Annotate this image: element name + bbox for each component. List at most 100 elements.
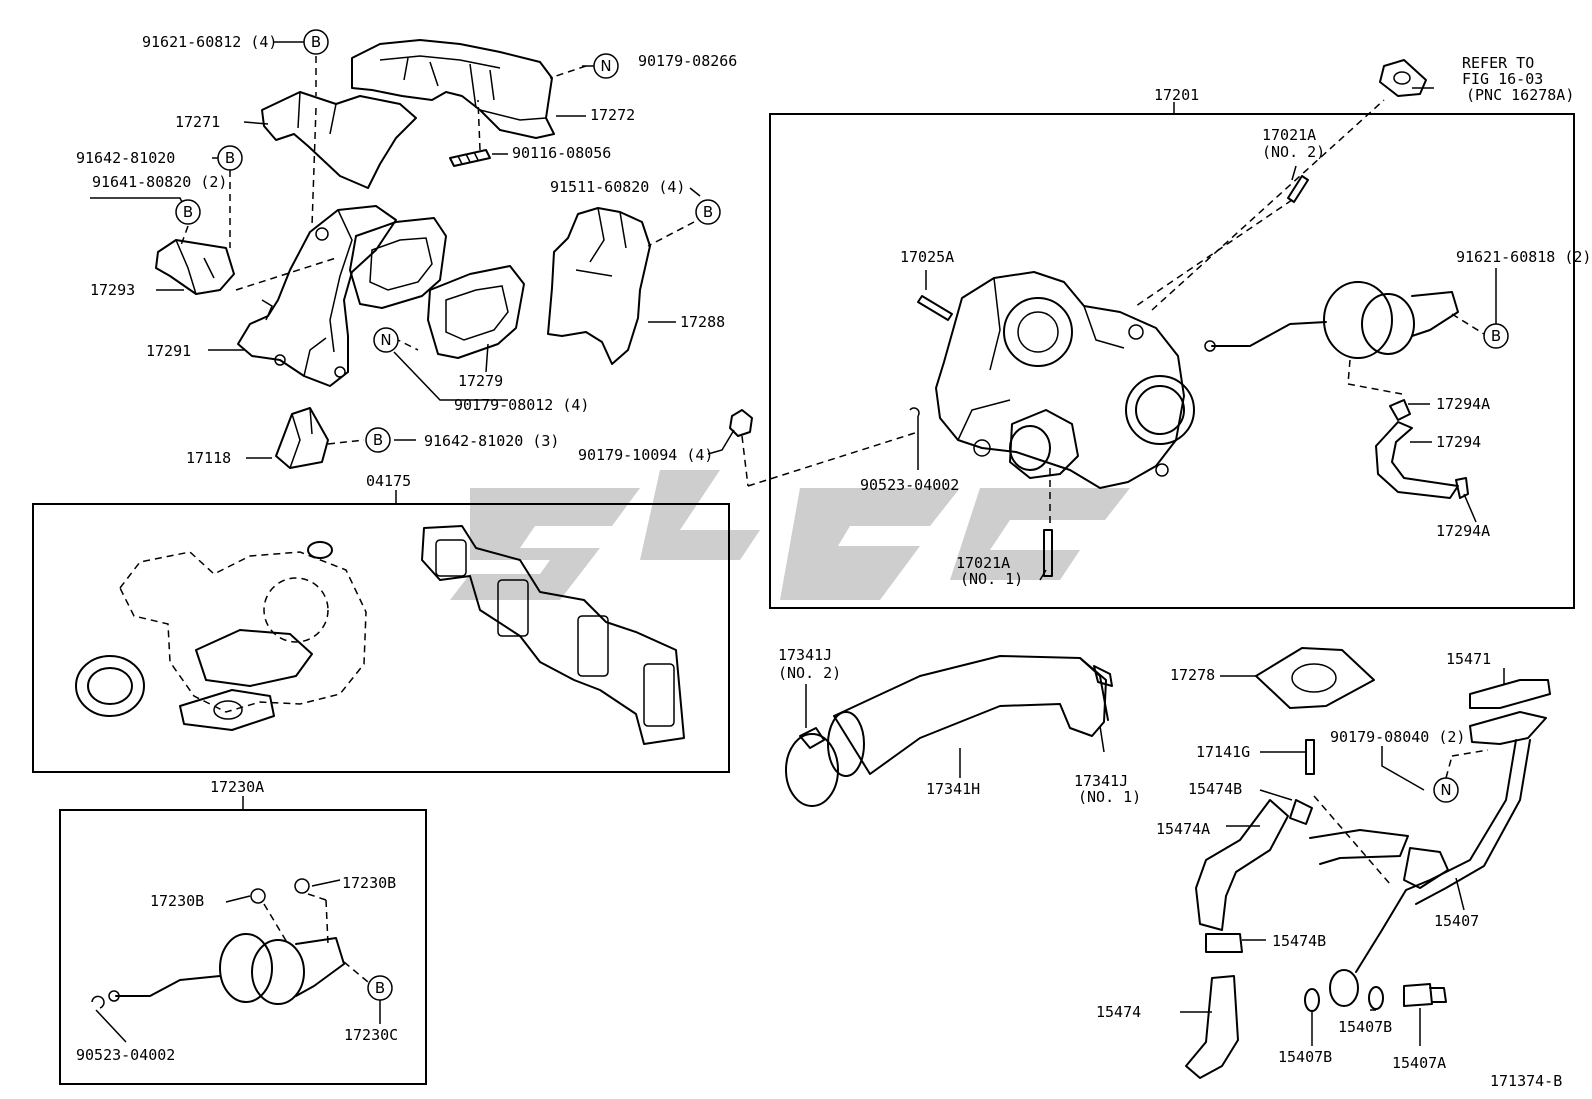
label-91641-80820: 91641-80820 (2): [92, 173, 227, 191]
exhaust-elbow-17291: [237, 205, 397, 387]
kit-manifold-gasket: [421, 525, 685, 745]
tag-b-7: B: [367, 975, 393, 1001]
label-17021A-bot: 17021A: [956, 554, 1010, 572]
pipe-15474: [1185, 975, 1239, 1079]
label-refer-3: (PNC 16278A): [1466, 86, 1574, 104]
label-17294: 17294: [1436, 433, 1481, 451]
label-15471: 15471: [1446, 650, 1491, 668]
label-15474A: 15474A: [1156, 820, 1210, 838]
kit-turbo-outline: [119, 551, 367, 731]
label-17341J-no1: (NO. 1): [1078, 788, 1141, 806]
label-15474B-mid: 15474B: [1272, 932, 1326, 950]
label-17141G: 17141G: [1196, 743, 1250, 761]
oil-pipe-15407: [1309, 711, 1547, 1007]
labels: 91621-60812 (4) 90179-08266 17271 17272 …: [76, 33, 1591, 1090]
actuator-turbo: [1204, 281, 1459, 359]
tag-b-1: B: [303, 29, 329, 55]
label-17278: 17278: [1170, 666, 1215, 684]
heat-insulator-17288: [547, 207, 651, 365]
label-90523-04002: 90523-04002: [860, 476, 959, 494]
label-15407A: 15407A: [1392, 1054, 1446, 1072]
label-17341J-a: 17341J: [778, 646, 832, 664]
label-17021A-no2: (NO. 2): [1262, 143, 1325, 161]
gasket-kit-box: [32, 503, 730, 773]
label-17291: 17291: [146, 342, 191, 360]
svg-text:B: B: [375, 979, 385, 997]
label-90179-10094: 90179-10094 (4): [578, 446, 713, 464]
label-17341H: 17341H: [926, 780, 980, 798]
gasket-17278: [1255, 647, 1375, 709]
turbo-assy-box: [769, 113, 1575, 609]
diagram-id: 171374-B: [1490, 1072, 1562, 1090]
label-91642-81020: 91642-81020: [76, 149, 175, 167]
label-17288: 17288: [680, 313, 725, 331]
gaskets-15407B: [1304, 986, 1384, 1012]
label-group-17230A: 17230A: [210, 778, 264, 796]
label-17341J-b: 17341J: [1074, 772, 1128, 790]
label-91621-60812: 91621-60812 (4): [142, 33, 277, 51]
label-17279: 17279: [458, 372, 503, 390]
stud-90116: [449, 149, 491, 167]
label-refer-2: FIG 16-03: [1462, 70, 1543, 88]
label-17021A-top: 17021A: [1262, 126, 1316, 144]
tag-n-1: N: [593, 53, 619, 79]
svg-text:N: N: [1440, 781, 1451, 799]
gasket-15471: [1469, 679, 1551, 709]
label-90179-08266: 90179-08266: [638, 52, 737, 70]
heat-insulator-17271: [261, 91, 417, 189]
label-17230B-b: 17230B: [342, 874, 396, 892]
tag-b-4: B: [695, 199, 721, 225]
tag-b-2: B: [217, 145, 243, 171]
gasket-refer: [1379, 59, 1427, 97]
label-17272: 17272: [590, 106, 635, 124]
label-refer-1: REFER TO: [1462, 54, 1534, 72]
label-15407: 15407: [1434, 912, 1479, 930]
label-91511-60820: 91511-60820 (4): [550, 178, 685, 196]
turbocharger-17201: [935, 271, 1195, 489]
label-15407B-a: 15407B: [1338, 1018, 1392, 1036]
tag-n-2: N: [373, 327, 399, 353]
stud-17025A: [917, 295, 953, 321]
heat-insulator-17272: [351, 39, 555, 139]
label-90179-08040: 90179-08040 (2): [1330, 728, 1465, 746]
stud-17021A-no2: [1287, 175, 1309, 203]
svg-text:B: B: [1491, 327, 1501, 345]
label-15474: 15474: [1096, 1003, 1141, 1021]
label-17118: 17118: [186, 449, 231, 467]
hose-17294: [1375, 399, 1469, 499]
bracket-17293: [155, 239, 235, 295]
svg-text:B: B: [703, 203, 713, 221]
label-15407B-b: 15407B: [1278, 1048, 1332, 1066]
label-91642-81020-3: 91642-81020 (3): [424, 432, 559, 450]
label-17025A: 17025A: [900, 248, 954, 266]
intake-hose-17341H: [785, 655, 1113, 807]
svg-text:B: B: [183, 203, 193, 221]
label-17230C: 17230C: [344, 1026, 398, 1044]
label-91621-60818: 91621-60818 (2): [1456, 248, 1591, 266]
label-17230B-a: 17230B: [150, 892, 204, 910]
stud-17141G: [1305, 739, 1315, 775]
bolt-15407A: [1403, 983, 1447, 1007]
kit-small-gasket: [307, 541, 333, 559]
label-17293: 17293: [90, 281, 135, 299]
label-17294A-top: 17294A: [1436, 395, 1490, 413]
svg-text:N: N: [600, 57, 611, 75]
gasket-17279: [427, 265, 525, 359]
label-15474B-top: 15474B: [1188, 780, 1242, 798]
nut-90179: [729, 409, 753, 437]
label-17021A-no1: (NO. 1): [960, 570, 1023, 588]
svg-text:B: B: [225, 149, 235, 167]
kit-ring-gasket: [75, 655, 145, 717]
hose-15474A: [1195, 799, 1313, 953]
label-90179-08012: 90179-08012 (4): [454, 396, 589, 414]
tag-n-3: N: [1433, 777, 1459, 803]
tag-b-3: B: [175, 199, 201, 225]
svg-text:B: B: [311, 33, 321, 51]
stud-17021A-no1: [1043, 529, 1053, 577]
bracket-17118: [275, 407, 329, 469]
flange-outlet: [349, 217, 447, 309]
svg-text:N: N: [380, 331, 391, 349]
leader-lines: [90, 41, 1505, 1046]
